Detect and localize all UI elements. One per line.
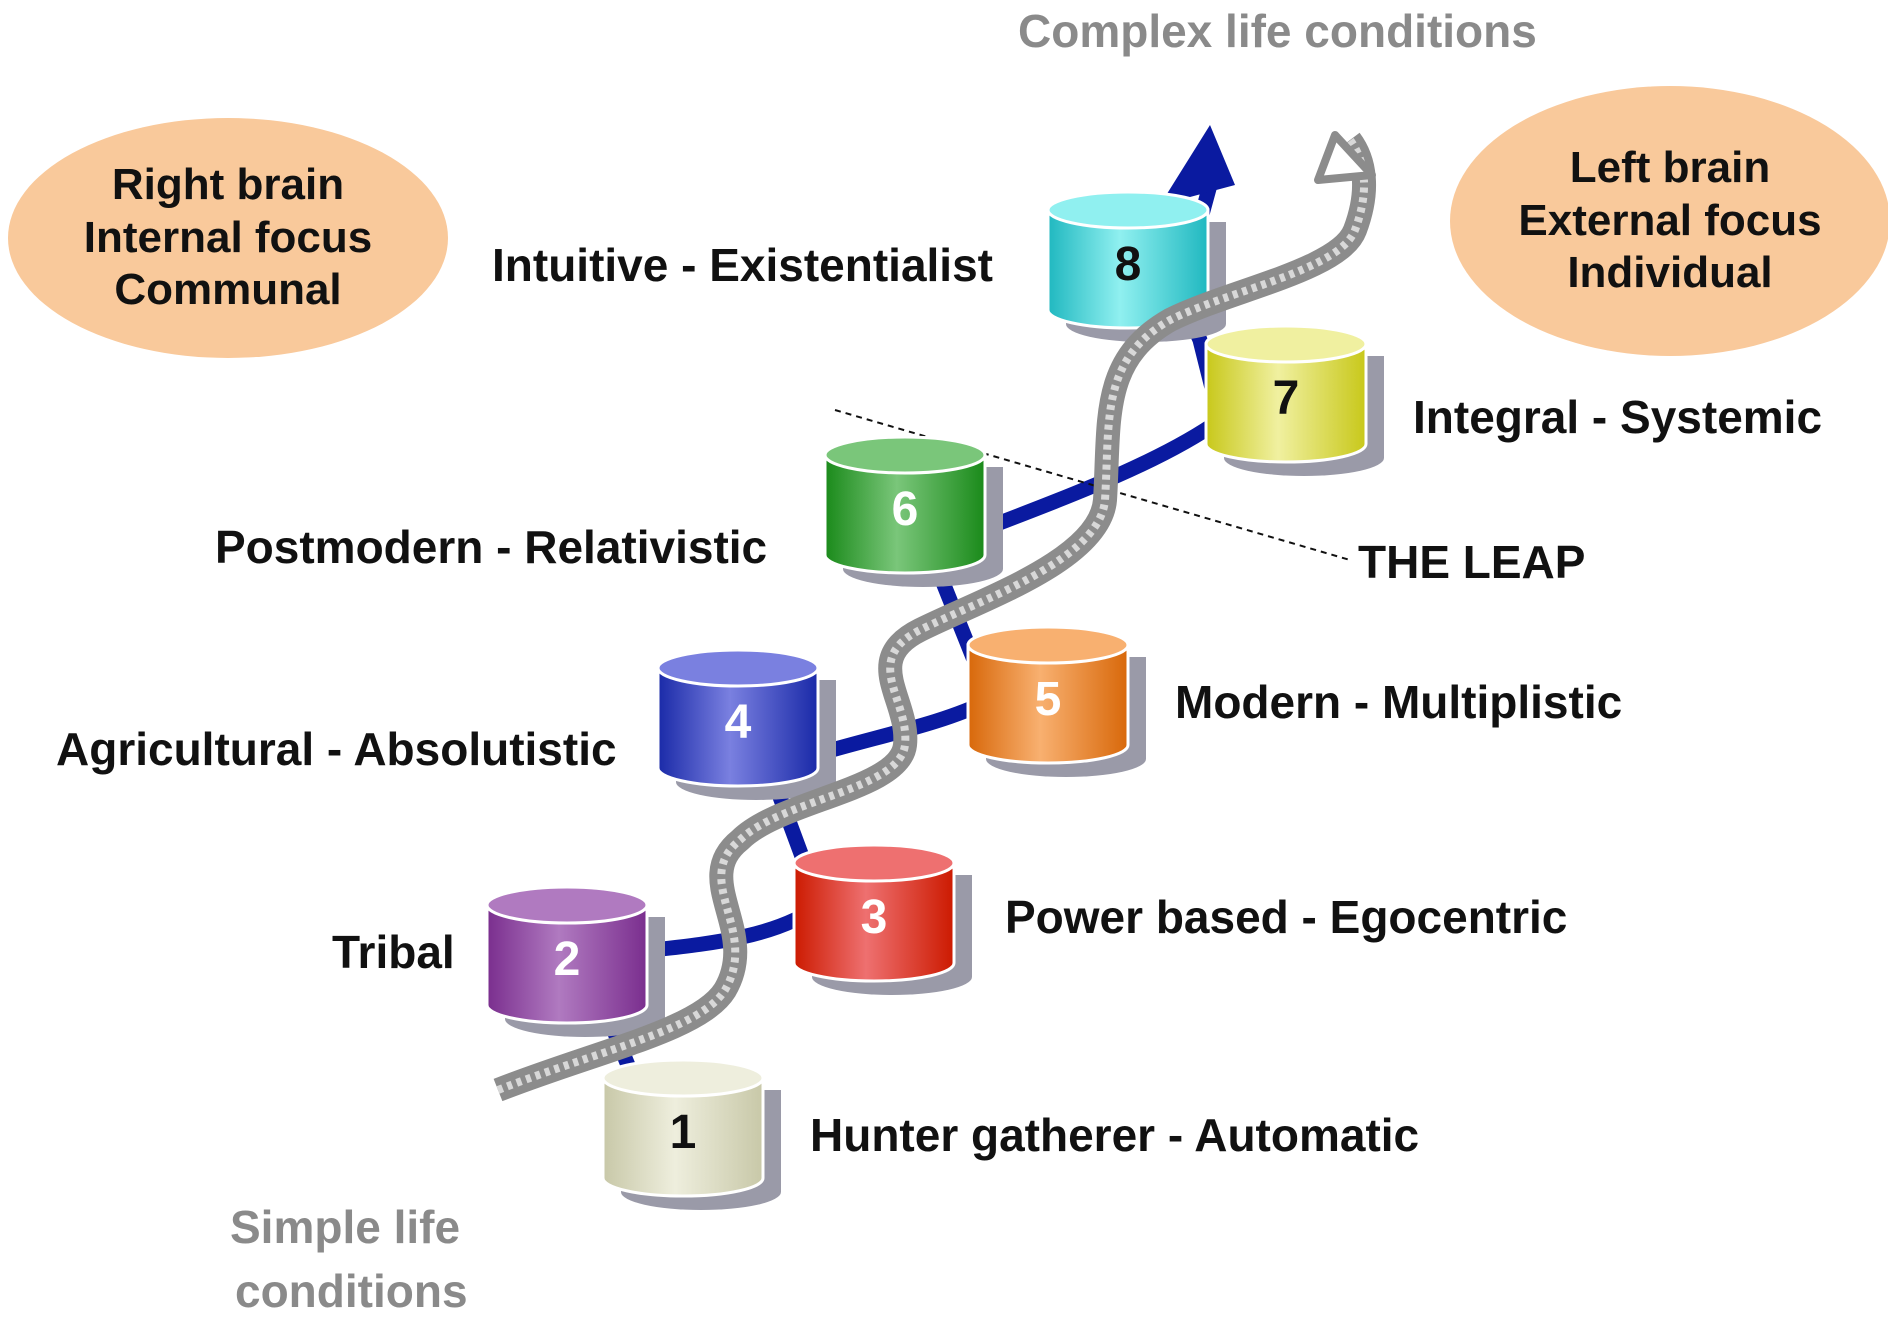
stage-cylinder-4: 4 [656, 648, 836, 800]
stage-number-6: 6 [892, 483, 919, 536]
stage-number-5: 5 [1035, 673, 1062, 726]
stage-label-6: Postmodern - Relativistic [215, 521, 768, 573]
leap-dashed-line [834, 409, 1351, 561]
blue-arrow-head [1160, 125, 1235, 205]
stage-number-3: 3 [861, 891, 888, 944]
ellipse-line: Individual [1567, 248, 1773, 298]
stage-label-1: Hunter gatherer - Automatic [810, 1109, 1420, 1161]
stage-label-8: Intuitive - Existentialist [492, 239, 993, 291]
the-leap-label: THE LEAP [1358, 536, 1586, 588]
stage-number-4: 4 [725, 696, 752, 749]
ellipse-line: External focus [1518, 195, 1822, 245]
stage-label-3: Power based - Egocentric [1005, 891, 1568, 943]
stage-cylinder-3: 3 [792, 843, 972, 995]
simple-life-title-line2: conditions [235, 1265, 468, 1317]
stage-cylinder-6: 6 [823, 435, 1003, 587]
stage-cylinder-1: 1 [601, 1058, 781, 1210]
stage-label-2: Tribal [332, 926, 455, 978]
stage-cylinder-2: 2 [485, 885, 665, 1037]
stage-cylinder-5: 5 [966, 625, 1146, 777]
ellipse-line: Left brain [1569, 142, 1771, 192]
stage-cylinder-7: 7 [1204, 324, 1384, 476]
stage-number-2: 2 [554, 933, 581, 986]
stage-label-4: Agricultural - Absolutistic [56, 723, 617, 775]
simple-life-title-line1: Simple life [230, 1201, 461, 1253]
grey-road [493, 131, 1377, 1102]
stage-number-7: 7 [1273, 372, 1300, 425]
grey-arrow-head [1314, 131, 1376, 184]
ellipse-line: Internal focus [83, 212, 373, 262]
complex-life-title: Complex life conditions [1018, 5, 1537, 57]
ellipse-line: Communal [114, 265, 342, 315]
ellipse-line: Right brain [111, 159, 345, 209]
left-brain-ellipse: Left brain External focus Individual [1450, 86, 1888, 356]
stage-number-1: 1 [670, 1106, 697, 1159]
stage-label-5: Modern - Multiplistic [1175, 676, 1623, 728]
stage-label-7: Integral - Systemic [1413, 391, 1823, 443]
right-brain-ellipse: Right brain Internal focus Communal [8, 118, 448, 358]
stage-number-8: 8 [1115, 238, 1142, 291]
